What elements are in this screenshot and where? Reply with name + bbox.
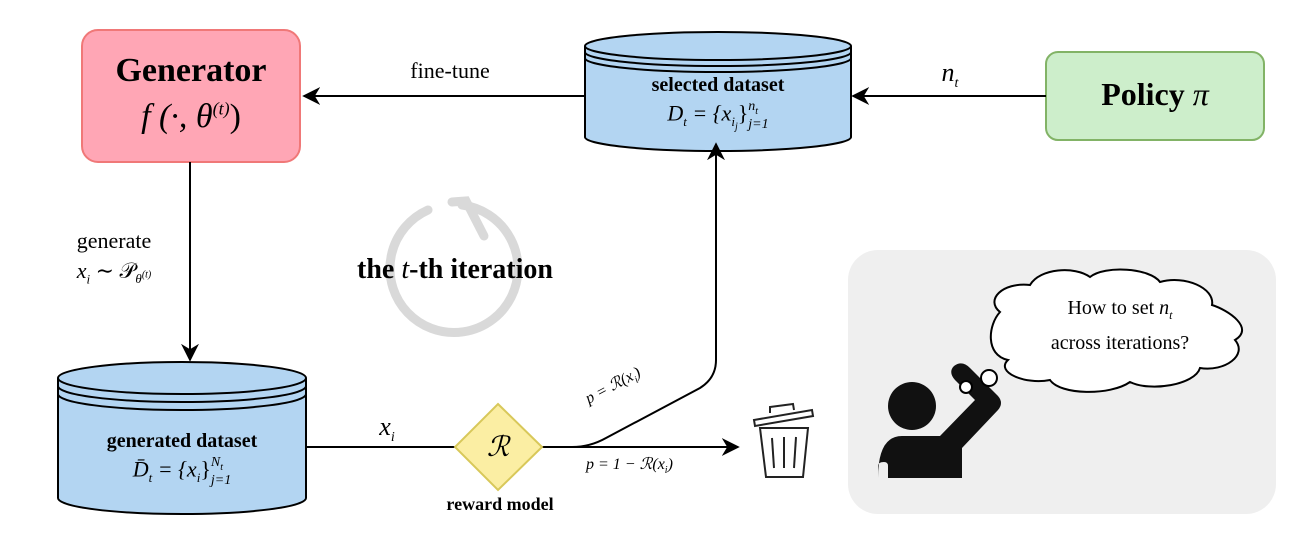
thought-line-1: How to set nt (1010, 294, 1230, 329)
x-i-var: x (379, 412, 391, 441)
cycle-icon (385, 196, 523, 337)
gd-close: } (200, 456, 211, 482)
generator-formula: f (·, θ(t)) (82, 98, 300, 136)
sd-lhs: D (667, 100, 684, 126)
gd-body: = {x (152, 456, 197, 482)
gen-tilde: ∼ 𝒫 (90, 258, 136, 283)
policy-title: Policy (1101, 76, 1185, 112)
iteration-var: t (401, 254, 410, 285)
selected-dataset-cylinder[interactable] (584, 31, 852, 152)
generator-formula-sup: (t) (212, 98, 230, 119)
gen-p-sub: θ (135, 271, 142, 287)
thought-line1-text: How to set (1067, 297, 1160, 319)
sd-body: = {x (686, 100, 732, 126)
sd-close: } (737, 100, 749, 126)
x-i-sub: i (390, 430, 395, 446)
generated-dataset-cylinder[interactable] (57, 361, 307, 515)
n-t-var: n (941, 58, 955, 87)
iteration-prefix: the (357, 254, 402, 285)
gen-x-sub: i (86, 271, 91, 287)
generate-formula: xi ∼ 𝒫θ(t) (44, 258, 184, 287)
gd-lhs-sub: t (148, 469, 153, 485)
generator-title: Generator (115, 52, 267, 89)
policy-label: Policy π (1046, 76, 1264, 113)
thought-dot-large (980, 369, 998, 387)
iteration-suffix: -th iteration (409, 254, 553, 285)
sd-lhs-sub: t (683, 113, 687, 129)
generator-formula-end: ) (229, 98, 241, 135)
gd-sup-sub: t (220, 461, 224, 473)
sd-body-sub: i (731, 113, 735, 129)
iteration-label: the t-th iteration (310, 254, 600, 286)
gen-p-subsup: (t) (141, 270, 152, 282)
n-t-label: nt (910, 58, 990, 92)
gd-sub: j=1 (210, 472, 232, 488)
thought-var-sub: t (1169, 308, 1173, 322)
sd-body-subsub: j (734, 121, 738, 133)
x-i-label: xi (362, 412, 412, 446)
selected-dataset-title: selected dataset (651, 74, 785, 96)
reject-prob-sub: i (664, 465, 668, 477)
thought-var: n (1159, 297, 1170, 319)
generated-dataset-title: generated dataset (106, 430, 258, 452)
reject-prob-label: p = 1 − ℛ(xi) (586, 454, 673, 476)
sd-sub: j=1 (748, 116, 769, 132)
sd-sup: n (748, 99, 756, 114)
reject-prob-main: p = 1 − ℛ(x (586, 456, 665, 473)
reward-model-label: reward model (446, 494, 554, 514)
sd-sup-sub: t (755, 105, 759, 117)
thought-cloud (989, 268, 1244, 393)
accept-arrow (542, 142, 725, 448)
n-t-sub: t (954, 76, 959, 92)
generate-label: generate (76, 228, 152, 253)
gen-x: x (76, 258, 87, 283)
gd-lhs: D̄ (132, 456, 149, 482)
thought-dot-small (959, 380, 973, 394)
generator-formula-main: f (·, θ (141, 98, 213, 135)
thought-line-2: across iterations? (1050, 332, 1190, 354)
gd-body-sub: i (196, 469, 201, 485)
reject-prob-end: ) (667, 456, 673, 473)
gd-sup: N (210, 455, 221, 470)
trash-icon[interactable] (752, 402, 815, 478)
fine-tune-label: fine-tune (410, 58, 490, 83)
thought-text: How to set nt across iterations? (1010, 294, 1230, 357)
policy-symbol: π (1192, 76, 1209, 112)
reward-symbol: ℛ (486, 432, 510, 463)
generator-box[interactable] (81, 29, 301, 163)
reward-model-diamond[interactable] (453, 402, 544, 492)
